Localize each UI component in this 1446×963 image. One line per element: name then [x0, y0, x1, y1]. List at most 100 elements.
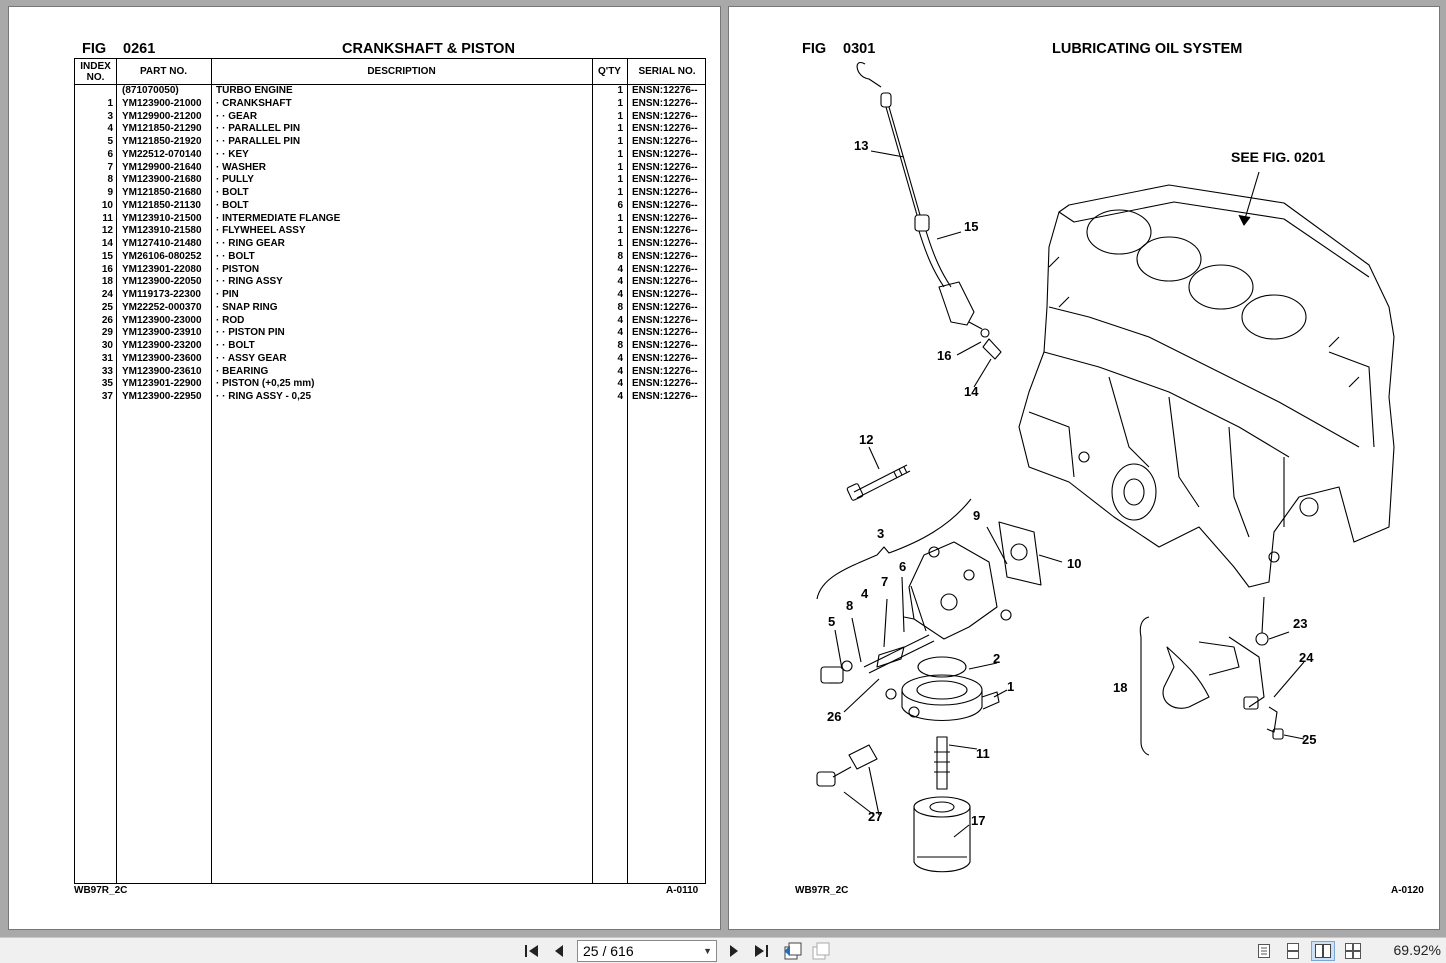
right-fig-number: 0301	[843, 41, 876, 57]
index-cell: 18	[101, 276, 113, 288]
part-number-cell: YM123900-23200	[122, 340, 202, 351]
description-cell: · · GEAR	[216, 110, 258, 122]
previous-page-button[interactable]	[548, 941, 570, 961]
serial-cell: ENSN:12276--	[632, 187, 698, 198]
description-cell: · INTERMEDIATE FLANGE	[216, 212, 341, 224]
description-cell: · · ASSY GEAR	[216, 352, 287, 364]
description-cell: · · BOLT	[216, 340, 255, 351]
zoom-level[interactable]: 69.92%	[1393, 942, 1441, 958]
part-number-cell: YM26106-080252	[122, 250, 202, 262]
index-cell: 33	[101, 365, 113, 377]
serial-cell: ENSN:12276--	[632, 314, 698, 326]
index-cell: 8	[107, 174, 113, 186]
qty-cell: 1	[617, 136, 623, 147]
part-number-cell: YM121850-21290	[122, 123, 202, 135]
qty-cell: 1	[617, 187, 623, 198]
description-cell: · PIN	[216, 289, 239, 300]
description-cell: · FLYWHEEL ASSY	[216, 225, 306, 237]
see-fig-note: SEE FIG. 0201	[1231, 149, 1325, 165]
qty-cell: 6	[617, 199, 623, 211]
callout-24: 24	[1299, 650, 1314, 665]
qty-cell: 1	[617, 238, 623, 249]
left-fig-label: FIG	[82, 41, 107, 57]
qty-cell: 4	[617, 378, 623, 390]
part-number-cell: YM123901-22080	[122, 263, 202, 275]
index-cell: 11	[102, 212, 113, 224]
left-fig-number: 0261	[123, 41, 156, 57]
part-number-cell: YM129900-21200	[122, 110, 202, 122]
qty-cell: 4	[617, 289, 623, 300]
serial-cell: ENSN:12276--	[632, 250, 698, 262]
index-cell: 37	[101, 391, 113, 402]
last-page-icon	[755, 945, 768, 957]
index-cell: 3	[107, 110, 113, 122]
callout-12: 12	[859, 432, 873, 447]
serial-cell: ENSN:12276--	[632, 276, 698, 288]
part-number-cell: YM123900-21000	[122, 97, 202, 109]
serial-cell: ENSN:12276--	[632, 365, 698, 377]
serial-cell: ENSN:12276--	[632, 212, 698, 224]
serial-cell: ENSN:12276--	[632, 263, 698, 275]
description-cell: · · RING ASSY - 0,25	[216, 391, 312, 402]
next-page-button[interactable]	[723, 941, 745, 961]
last-page-button[interactable]	[750, 941, 772, 961]
chevron-down-icon[interactable]: ▼	[703, 946, 712, 956]
callout-27: 27	[868, 809, 882, 824]
qty-cell: 4	[617, 365, 623, 377]
callout-23: 23	[1293, 616, 1307, 631]
serial-cell: ENSN:12276--	[632, 352, 698, 364]
index-cell: 26	[101, 314, 113, 326]
go-forward-button[interactable]	[811, 941, 833, 961]
single-page-view-button[interactable]	[1252, 941, 1276, 961]
serial-cell: ENSN:12276--	[632, 391, 698, 402]
continuous-facing-view-button[interactable]	[1341, 941, 1365, 961]
callout-10: 10	[1067, 556, 1081, 571]
part-number-cell: YM123900-21680	[122, 174, 202, 186]
part-number-cell: YM123900-23910	[122, 327, 202, 339]
first-page-icon	[525, 945, 538, 957]
index-cell: 24	[101, 289, 113, 300]
facing-view-button[interactable]	[1311, 941, 1335, 961]
description-cell: · ROD	[216, 314, 245, 326]
viewer-toolbar: 25 / 616 ▼ 69.92%	[0, 937, 1446, 963]
part-number-cell: YM123910-21500	[122, 212, 202, 224]
page-number-field[interactable]: 25 / 616 ▼	[577, 940, 717, 962]
part-number-cell: YM129900-21640	[122, 161, 202, 173]
callout-15: 15	[964, 219, 978, 234]
engine-block-drawing	[1018, 184, 1395, 588]
qty-cell: 1	[617, 97, 623, 109]
oil-pump-housing-drawing	[903, 541, 998, 640]
part-number-cell: YM121850-21130	[122, 199, 201, 211]
callout-18: 18	[1113, 680, 1127, 695]
first-page-button[interactable]	[521, 941, 543, 961]
qty-cell: 4	[617, 391, 623, 402]
part-number-cell: YM123901-22900	[122, 378, 202, 390]
description-cell: · · PISTON PIN	[216, 327, 285, 339]
part-number-cell: YM22512-070140	[122, 148, 202, 160]
go-back-button[interactable]	[781, 941, 803, 961]
parts-table: INDEX NO. PART NO. DESCRIPTION Q'TY SERI…	[74, 58, 706, 884]
serial-cell: ENSN:12276--	[632, 110, 698, 122]
continuous-view-button[interactable]	[1281, 941, 1305, 961]
callout-4: 4	[861, 586, 869, 601]
description-cell: · · RING ASSY	[216, 276, 283, 288]
serial-cell: ENSN:12276--	[632, 174, 698, 186]
description-cell: · BEARING	[216, 365, 269, 377]
callout-25: 25	[1302, 732, 1316, 747]
left-footer-page: A-0110	[666, 885, 699, 896]
index-cell: 30	[101, 340, 113, 351]
index-cell: 15	[101, 250, 113, 262]
header-index: INDEX NO.	[80, 60, 111, 83]
serial-cell: ENSN:12276--	[632, 136, 698, 147]
